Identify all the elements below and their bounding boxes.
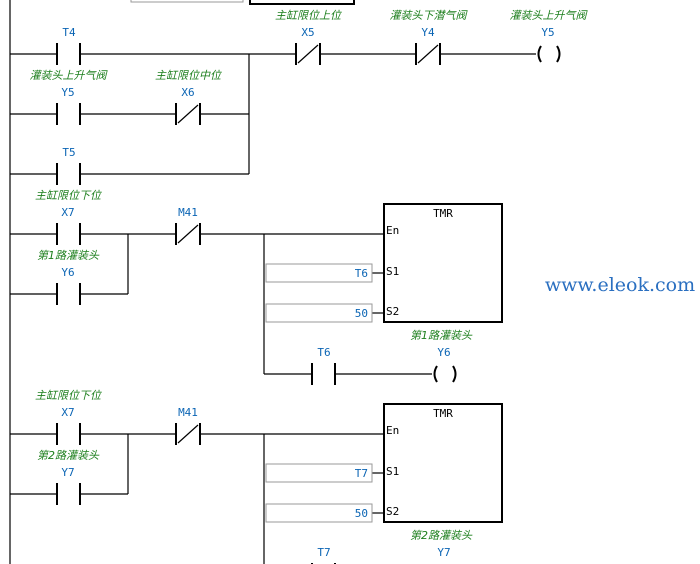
coil-y5-address: Y5 bbox=[541, 26, 554, 39]
contact-x7-rung3-address: X7 bbox=[61, 406, 74, 419]
watermark-text: www.eleok.com bbox=[545, 274, 695, 296]
contact-y7-address: Y7 bbox=[61, 466, 74, 479]
contact-y5-comment: 灌装头上升气阀 bbox=[30, 69, 109, 82]
tmr-block-2-s2-field[interactable] bbox=[265, 503, 373, 523]
contact-t6[interactable] bbox=[311, 363, 336, 385]
contact-t4[interactable] bbox=[56, 43, 81, 65]
contact-t5[interactable] bbox=[56, 163, 81, 185]
tmr-block-2-s2-value: 50 bbox=[355, 507, 368, 520]
contact-t4-address: T4 bbox=[62, 26, 76, 39]
tmr-block-2[interactable]: TMR En S1 S2 bbox=[383, 403, 503, 523]
contact-x5-address: X5 bbox=[301, 26, 314, 39]
contact-t7-address: T7 bbox=[317, 546, 330, 559]
tmr-block-2-s1-value: T7 bbox=[355, 467, 368, 480]
rung-2: 主缸限位下位 X7 M41 第1路灌装头 Y6 TMR En S1 S2 T6 … bbox=[10, 189, 503, 385]
coil-y5[interactable] bbox=[537, 45, 561, 63]
contact-m41[interactable] bbox=[175, 223, 201, 245]
tmr-block-1-s2-field[interactable] bbox=[265, 303, 373, 323]
contact-m41-address: M41 bbox=[178, 206, 198, 219]
contact-x5-comment: 主缸限位上位 bbox=[275, 9, 342, 22]
contact-y6[interactable] bbox=[56, 283, 81, 305]
tmr-block-1-s1-value: T6 bbox=[355, 267, 368, 280]
tmr-block-2-caption: 第2路灌装头 bbox=[410, 529, 473, 542]
contact-x6-comment: 主缸限位中位 bbox=[155, 69, 222, 82]
tmr-block-1-en-pin: En bbox=[386, 224, 399, 237]
tmr-block-1-s2-pin: S2 bbox=[386, 305, 399, 318]
contact-y6-address: Y6 bbox=[61, 266, 74, 279]
coil-y5-comment: 灌装头上升气阀 bbox=[510, 9, 589, 22]
contact-x7-comment: 主缸限位下位 bbox=[35, 189, 102, 202]
tmr-block-2-title: TMR bbox=[433, 407, 453, 420]
partial-field bbox=[130, 0, 244, 3]
contact-m41-rung3[interactable] bbox=[175, 423, 201, 445]
rung-3: 主缸限位下位 X7 M41 第2路灌装头 Y7 TMR En S1 S2 T7 … bbox=[10, 389, 503, 564]
contact-x6-address: X6 bbox=[181, 86, 194, 99]
tmr-block-1-s2-value: 50 bbox=[355, 307, 368, 320]
contact-t5-address: T5 bbox=[62, 146, 75, 159]
tmr-block-1-s1-field[interactable] bbox=[265, 263, 373, 283]
contact-y5[interactable] bbox=[56, 103, 81, 125]
contact-y4-address: Y4 bbox=[421, 26, 435, 39]
contact-m41-rung3-address: M41 bbox=[178, 406, 198, 419]
coil-y6-address: Y6 bbox=[437, 346, 450, 359]
contact-x6[interactable] bbox=[175, 103, 201, 125]
contact-y4-comment: 灌装头下潜气阀 bbox=[390, 9, 469, 22]
contact-x7-rung3-comment: 主缸限位下位 bbox=[35, 389, 102, 402]
tmr-block-2-s2-pin: S2 bbox=[386, 505, 399, 518]
coil-y6[interactable] bbox=[433, 365, 457, 383]
contact-x7-rung3[interactable] bbox=[56, 423, 81, 445]
contact-y6-comment: 第1路灌装头 bbox=[37, 249, 100, 262]
contact-t6-address: T6 bbox=[317, 346, 330, 359]
contact-x7[interactable] bbox=[56, 223, 81, 245]
contact-x5[interactable] bbox=[295, 43, 321, 65]
rung-1: T4 主缸限位上位 X5 灌装头下潜气阀 Y4 灌装头上升气阀 Y5 灌装头 bbox=[10, 9, 588, 185]
contact-x7-address: X7 bbox=[61, 206, 74, 219]
tmr-block-2-s1-pin: S1 bbox=[386, 465, 399, 478]
tmr-block-1-caption: 第1路灌装头 bbox=[410, 329, 473, 342]
tmr-block-2-en-pin: En bbox=[386, 424, 399, 437]
tmr-block-1-title: TMR bbox=[433, 207, 453, 220]
tmr-block-2-s1-field[interactable] bbox=[265, 463, 373, 483]
partial-block bbox=[249, 0, 355, 5]
tmr-block-1[interactable]: TMR En S1 S2 bbox=[383, 203, 503, 323]
contact-y5-address: Y5 bbox=[61, 86, 74, 99]
tmr-block-1-s1-pin: S1 bbox=[386, 265, 399, 278]
contact-y4[interactable] bbox=[415, 43, 441, 65]
coil-y7-address: Y7 bbox=[437, 546, 450, 559]
contact-y7-comment: 第2路灌装头 bbox=[37, 449, 100, 462]
contact-y7[interactable] bbox=[56, 483, 81, 505]
